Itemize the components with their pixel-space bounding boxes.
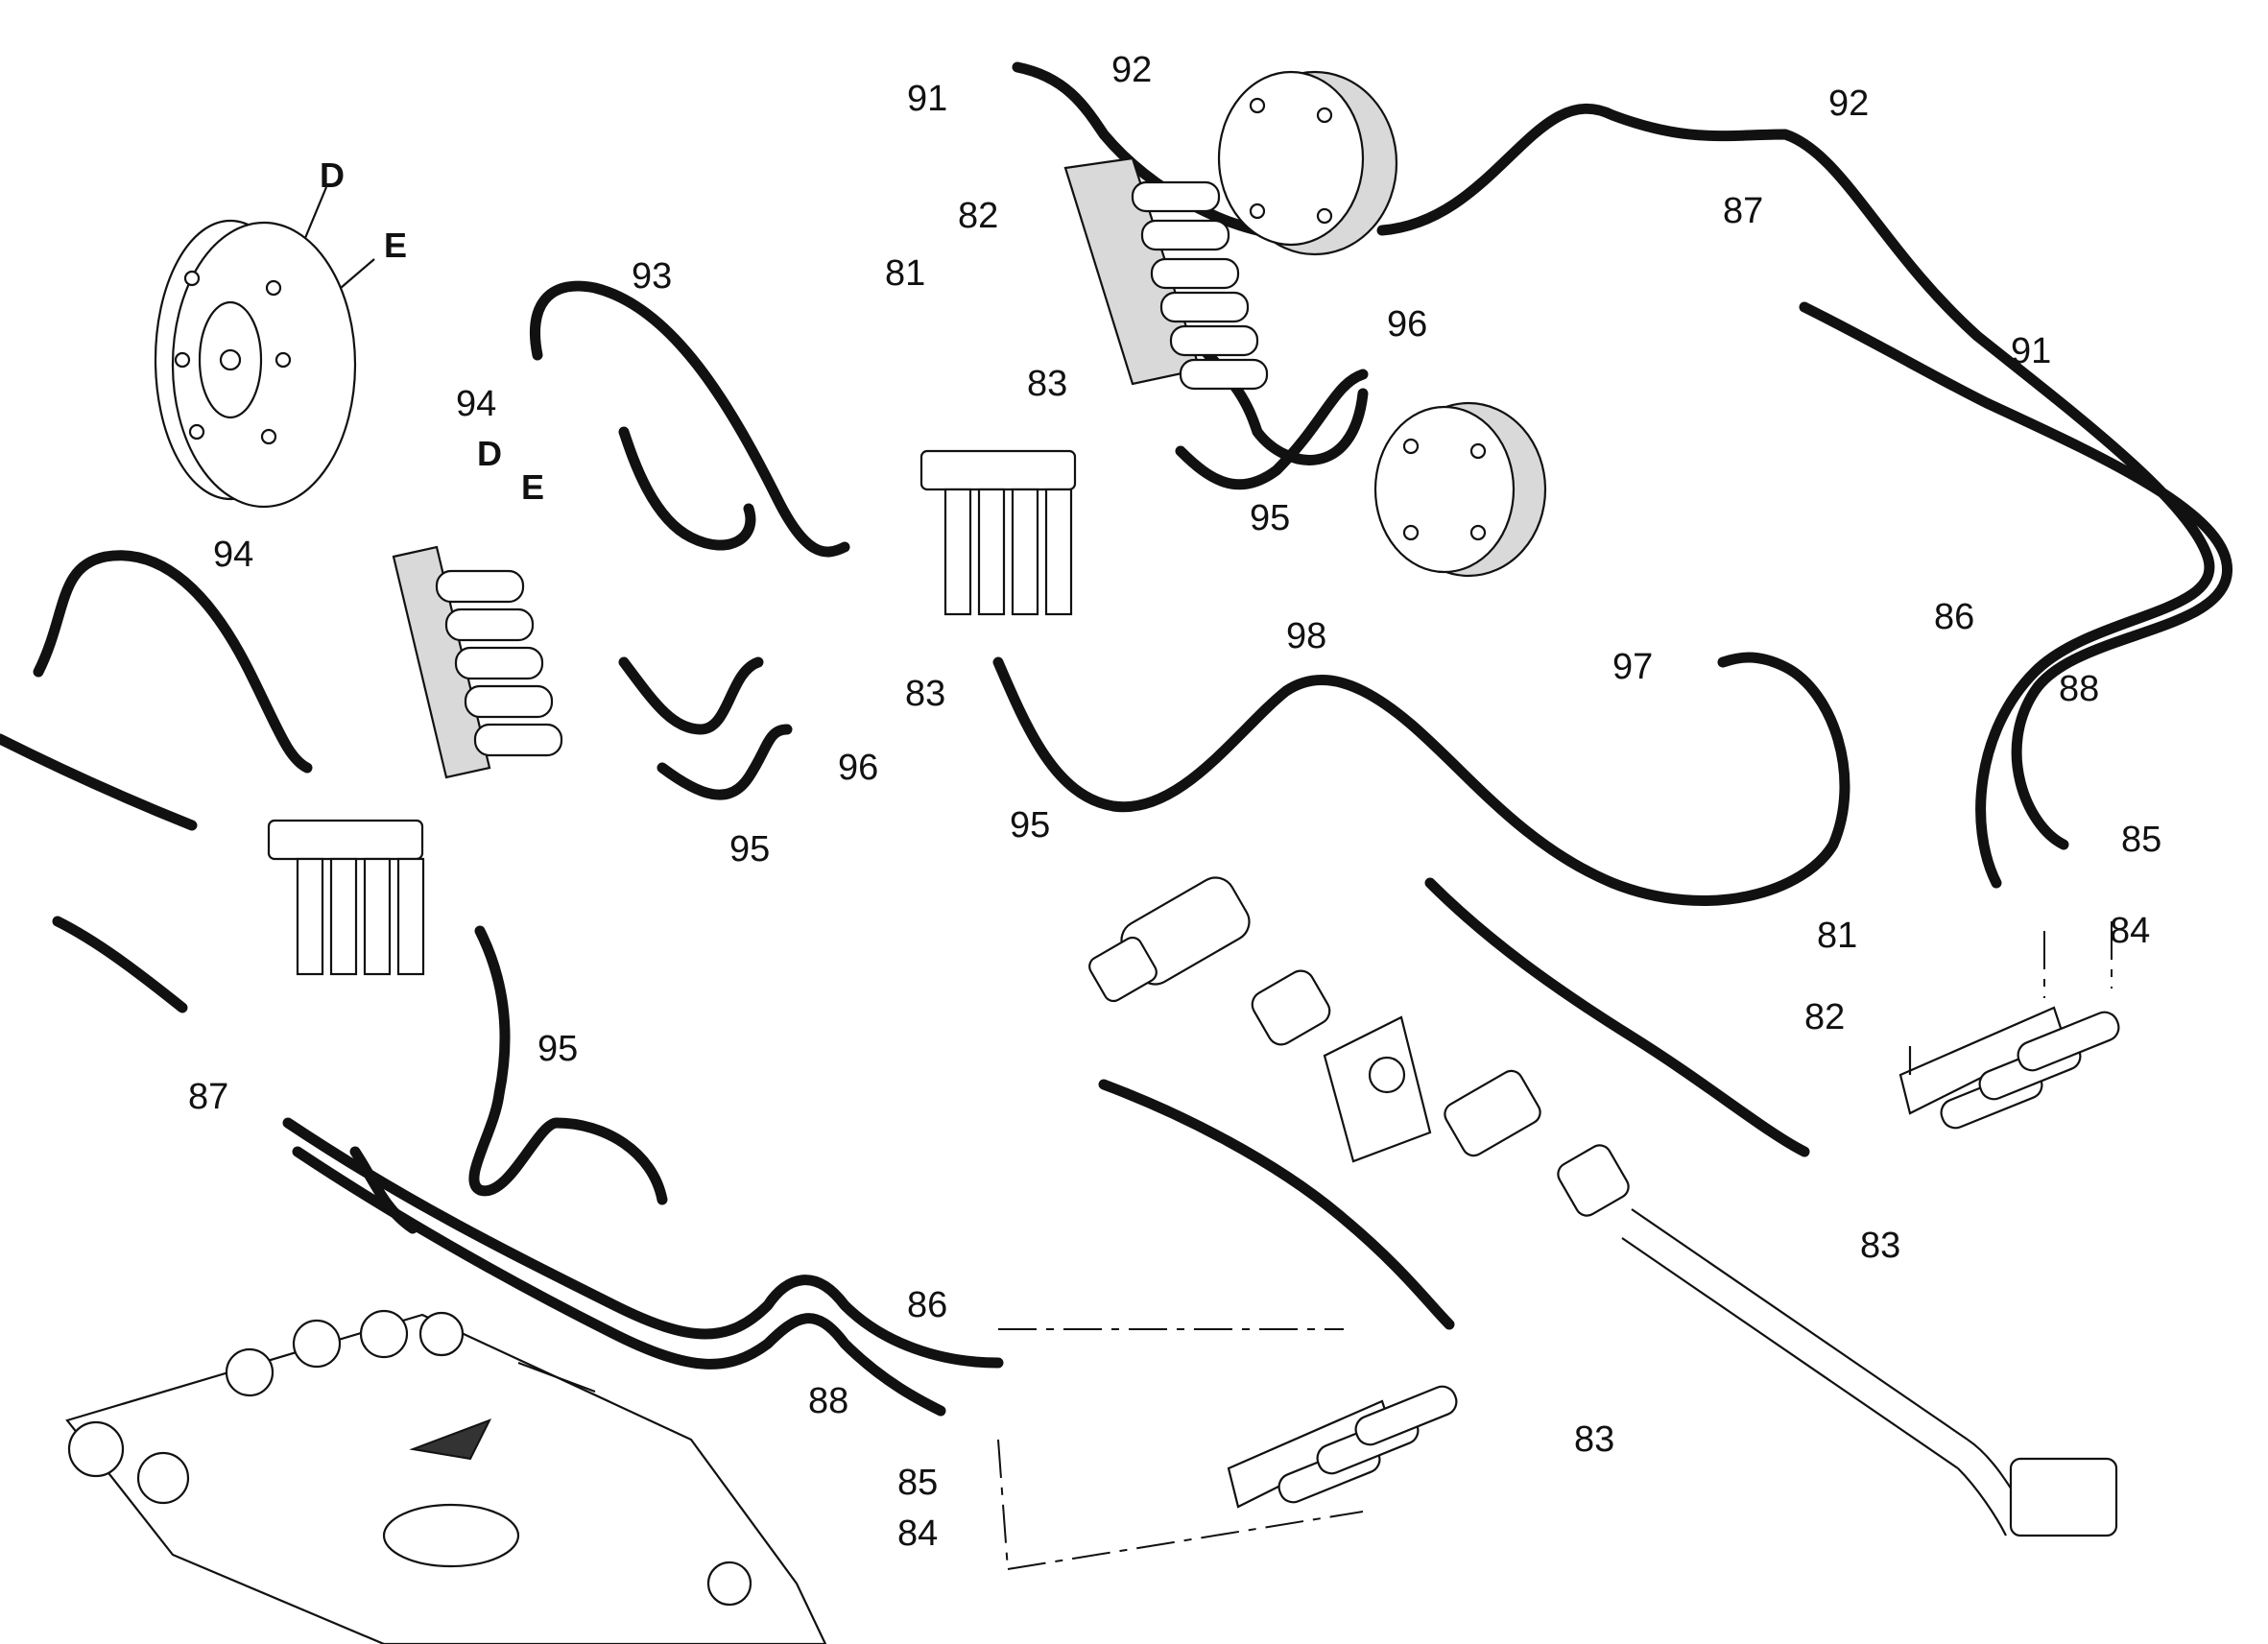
hose-92-loop [618,426,756,551]
distributor-block-right [1898,1006,2120,1130]
callout-88: 88 [2059,669,2099,709]
hose-lower-center [1098,1079,1455,1330]
hose-92-left [33,550,313,774]
callout-97: 97 [1612,647,1653,687]
view-letter-e: E [521,467,544,507]
hose-91-right [1376,103,2215,889]
callout-83: 83 [1860,1226,1900,1266]
view-letter-d: D [320,155,345,195]
hose-92-top [530,280,850,558]
callout-94: 95 [729,829,770,870]
distributor-block-top [1063,156,1269,391]
callout-91: 92 [1828,83,1869,124]
callout-92: 93 [632,256,672,297]
hose-90-lower [1799,301,2232,850]
distributor-block-left-lower [267,819,425,976]
callout-82: 82 [1804,997,1845,1037]
hose-96-lower-right [1424,877,1810,1157]
callout-85: 85 [897,1463,938,1503]
callout-83: 83 [1027,364,1067,404]
cover-disc-middle [1373,401,1547,578]
callout-88: 88 [808,1381,848,1421]
distributor-block-bottom [1227,1385,1458,1509]
callout-86: 86 [1934,597,1974,637]
callout-94: 95 [1250,498,1290,538]
distributor-block-left [392,545,563,779]
hose-86-long [0,733,1004,1369]
hose-left-loop [349,1146,418,1234]
coupling-assembly [1088,876,2118,1537]
callout-82: 82 [958,196,998,236]
hose-94-mid2 [657,724,793,800]
callout-90: 91 [2011,331,2051,371]
machine-frame [65,1309,827,1644]
distributor-block-center [919,449,1077,616]
view-letter-e: E [384,226,407,265]
flange-disc-left [154,219,357,509]
hose-94-mid [618,656,764,735]
view-letter-d: D [477,434,502,473]
callout-87: 87 [188,1077,228,1117]
hose-96-center [992,652,1850,906]
callout-84: 84 [897,1513,938,1554]
callout-95: 96 [838,748,878,788]
hoses [0,61,2232,1417]
hose-91-top [1012,61,1292,241]
cover-disc-top [1217,70,1398,256]
callout-labels: 91 92 92 87 82 81 83 96 91 93 94 95 94 8… [188,50,2161,1554]
callout-98: 98 [1286,616,1326,656]
callout-93: 94 [456,384,496,424]
callout-95: 96 [1387,304,1427,345]
hose-88-long [292,1146,946,1417]
callout-96: 95 [537,1029,578,1069]
callout-96: 95 [1010,805,1050,846]
callout-91: 92 [1111,50,1152,90]
callout-87: 87 [1723,191,1763,231]
callout-81: 81 [1817,916,1857,956]
callout-92: 94 [213,535,253,575]
callout-83: 83 [1574,1419,1614,1460]
hose-94-lower [1175,369,1369,490]
hose-96-left [468,925,668,1205]
callout-86: 86 [907,1285,947,1325]
callout-84: 84 [2110,911,2150,951]
callout-83: 83 [905,674,945,714]
leader-lines [303,186,2113,1570]
callout-85: 85 [2121,820,2161,860]
callout-89: 91 [907,79,947,119]
callout-81: 81 [885,253,925,294]
